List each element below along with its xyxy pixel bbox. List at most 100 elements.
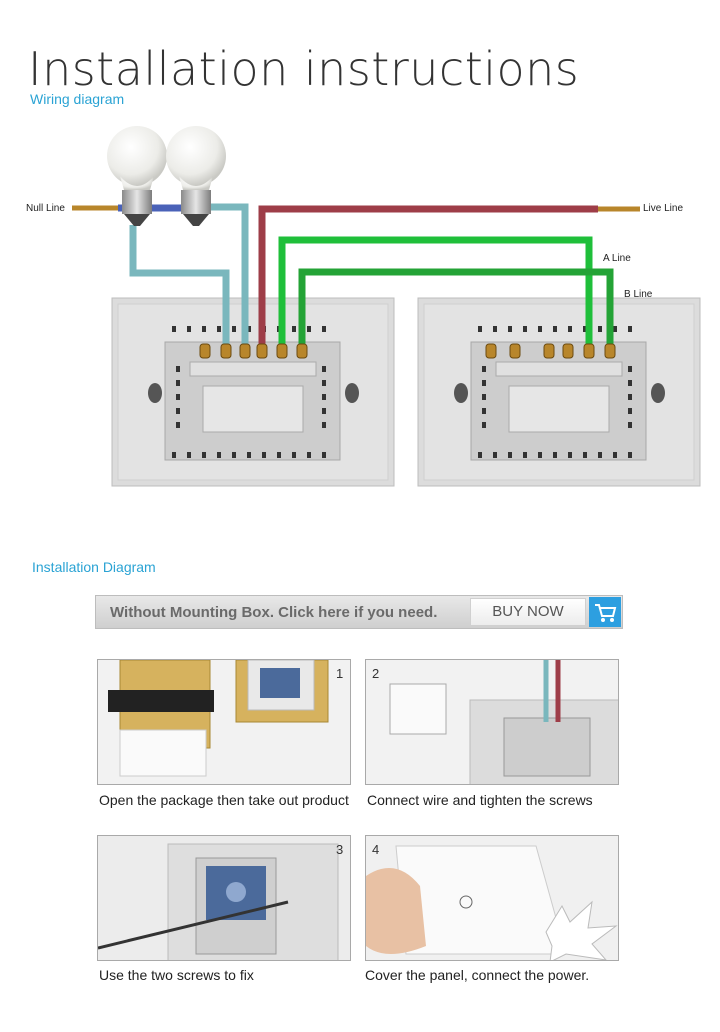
installation-diagram-title: Installation Diagram bbox=[32, 559, 156, 575]
mounting-box-banner[interactable]: Without Mounting Box. Click here if you … bbox=[95, 595, 623, 629]
vent-hole bbox=[176, 380, 180, 386]
vent-hole bbox=[307, 452, 311, 458]
vent-hole bbox=[172, 452, 176, 458]
lamp-wire-1 bbox=[129, 225, 230, 348]
vent-hole bbox=[628, 452, 632, 458]
vent-hole bbox=[232, 326, 236, 332]
vent-hole bbox=[482, 394, 486, 400]
vent-hole bbox=[628, 366, 632, 372]
vent-hole bbox=[538, 452, 542, 458]
vent-hole bbox=[176, 394, 180, 400]
terminal-screw bbox=[199, 343, 211, 359]
step-4-number: 4 bbox=[372, 842, 380, 857]
vent-hole bbox=[307, 326, 311, 332]
vent-hole bbox=[598, 326, 602, 332]
vent-hole bbox=[187, 326, 191, 332]
vent-hole bbox=[482, 366, 486, 372]
buy-now-button[interactable]: BUY NOW bbox=[470, 598, 586, 626]
screw-fix-illustration bbox=[98, 836, 350, 960]
terminal-screw bbox=[604, 343, 616, 359]
lamp-wire-2 bbox=[205, 203, 249, 348]
vent-hole bbox=[478, 326, 482, 332]
terminal-screw bbox=[562, 343, 574, 359]
terminal-screw bbox=[543, 343, 555, 359]
vent-hole bbox=[628, 380, 632, 386]
vent-hole bbox=[292, 452, 296, 458]
step-1-caption: Open the package then take out product bbox=[99, 792, 349, 808]
vent-hole bbox=[322, 380, 326, 386]
vent-hole bbox=[262, 452, 266, 458]
step-4-image: 4 bbox=[365, 835, 619, 961]
vent-hole bbox=[553, 326, 557, 332]
vent-hole bbox=[538, 326, 542, 332]
a-line-wire bbox=[278, 236, 593, 348]
vent-hole bbox=[322, 422, 326, 428]
wiring-diagram-subtitle: Wiring diagram bbox=[30, 91, 125, 107]
terminal-screw bbox=[296, 343, 308, 359]
vent-hole bbox=[322, 394, 326, 400]
vent-hole bbox=[292, 326, 296, 332]
vent-hole bbox=[202, 326, 206, 332]
vent-hole bbox=[322, 366, 326, 372]
vent-hole bbox=[176, 422, 180, 428]
cart-button[interactable] bbox=[589, 597, 621, 627]
bulb-1 bbox=[107, 126, 167, 226]
vent-hole bbox=[202, 452, 206, 458]
vent-hole bbox=[598, 452, 602, 458]
vent-hole bbox=[613, 452, 617, 458]
terminal-screw bbox=[509, 343, 521, 359]
vent-hole bbox=[628, 326, 632, 332]
page-title: Installation instructions bbox=[28, 42, 580, 96]
terminal-screw bbox=[276, 343, 288, 359]
vent-hole bbox=[583, 326, 587, 332]
terminal-screw bbox=[485, 343, 497, 359]
terminal-screw bbox=[239, 343, 251, 359]
banner-text[interactable]: Without Mounting Box. Click here if you … bbox=[110, 604, 438, 621]
cover-panel-illustration bbox=[366, 836, 618, 960]
vent-hole bbox=[583, 452, 587, 458]
vent-hole bbox=[322, 326, 326, 332]
vent-hole bbox=[613, 326, 617, 332]
vent-hole bbox=[482, 422, 486, 428]
vent-hole bbox=[523, 326, 527, 332]
b-line-wire bbox=[298, 268, 614, 348]
vent-hole bbox=[493, 452, 497, 458]
vent-hole bbox=[553, 452, 557, 458]
step-3-number: 3 bbox=[336, 842, 344, 857]
b-line-label: B Line bbox=[624, 289, 653, 300]
wiring-diagram: Null Line Live Line A Line B Line bbox=[26, 126, 701, 487]
vent-hole bbox=[277, 452, 281, 458]
vent-hole bbox=[628, 408, 632, 414]
vent-hole bbox=[508, 326, 512, 332]
vent-hole bbox=[478, 452, 482, 458]
terminals bbox=[199, 343, 616, 359]
vent-hole bbox=[482, 408, 486, 414]
vent-hole bbox=[493, 326, 497, 332]
terminal-screw bbox=[256, 343, 268, 359]
terminal-screw bbox=[220, 343, 232, 359]
wiring-box-illustration bbox=[366, 660, 618, 784]
step-1-image: 1 bbox=[97, 659, 351, 785]
vent-hole bbox=[482, 380, 486, 386]
step-2-number: 2 bbox=[372, 666, 380, 681]
vent-hole bbox=[187, 452, 191, 458]
vent-hole bbox=[322, 452, 326, 458]
terminal-screw bbox=[583, 343, 595, 359]
cart-icon bbox=[595, 604, 617, 622]
vent-hole bbox=[322, 408, 326, 414]
vent-hole bbox=[217, 326, 221, 332]
step-2-image: 2 bbox=[365, 659, 619, 785]
step-3-image: 3 bbox=[97, 835, 351, 961]
vent-hole bbox=[176, 366, 180, 372]
vent-hole bbox=[176, 408, 180, 414]
package-illustration bbox=[98, 660, 350, 784]
vent-hole bbox=[628, 422, 632, 428]
vent-hole bbox=[628, 394, 632, 400]
vent-hole bbox=[217, 452, 221, 458]
live-line-wire bbox=[258, 205, 640, 348]
step-4-caption: Cover the panel, connect the power. bbox=[365, 967, 590, 983]
vent-hole bbox=[508, 452, 512, 458]
step-2-caption: Connect wire and tighten the screws bbox=[367, 792, 593, 808]
step-1-number: 1 bbox=[336, 666, 344, 681]
vent-hole bbox=[568, 452, 572, 458]
